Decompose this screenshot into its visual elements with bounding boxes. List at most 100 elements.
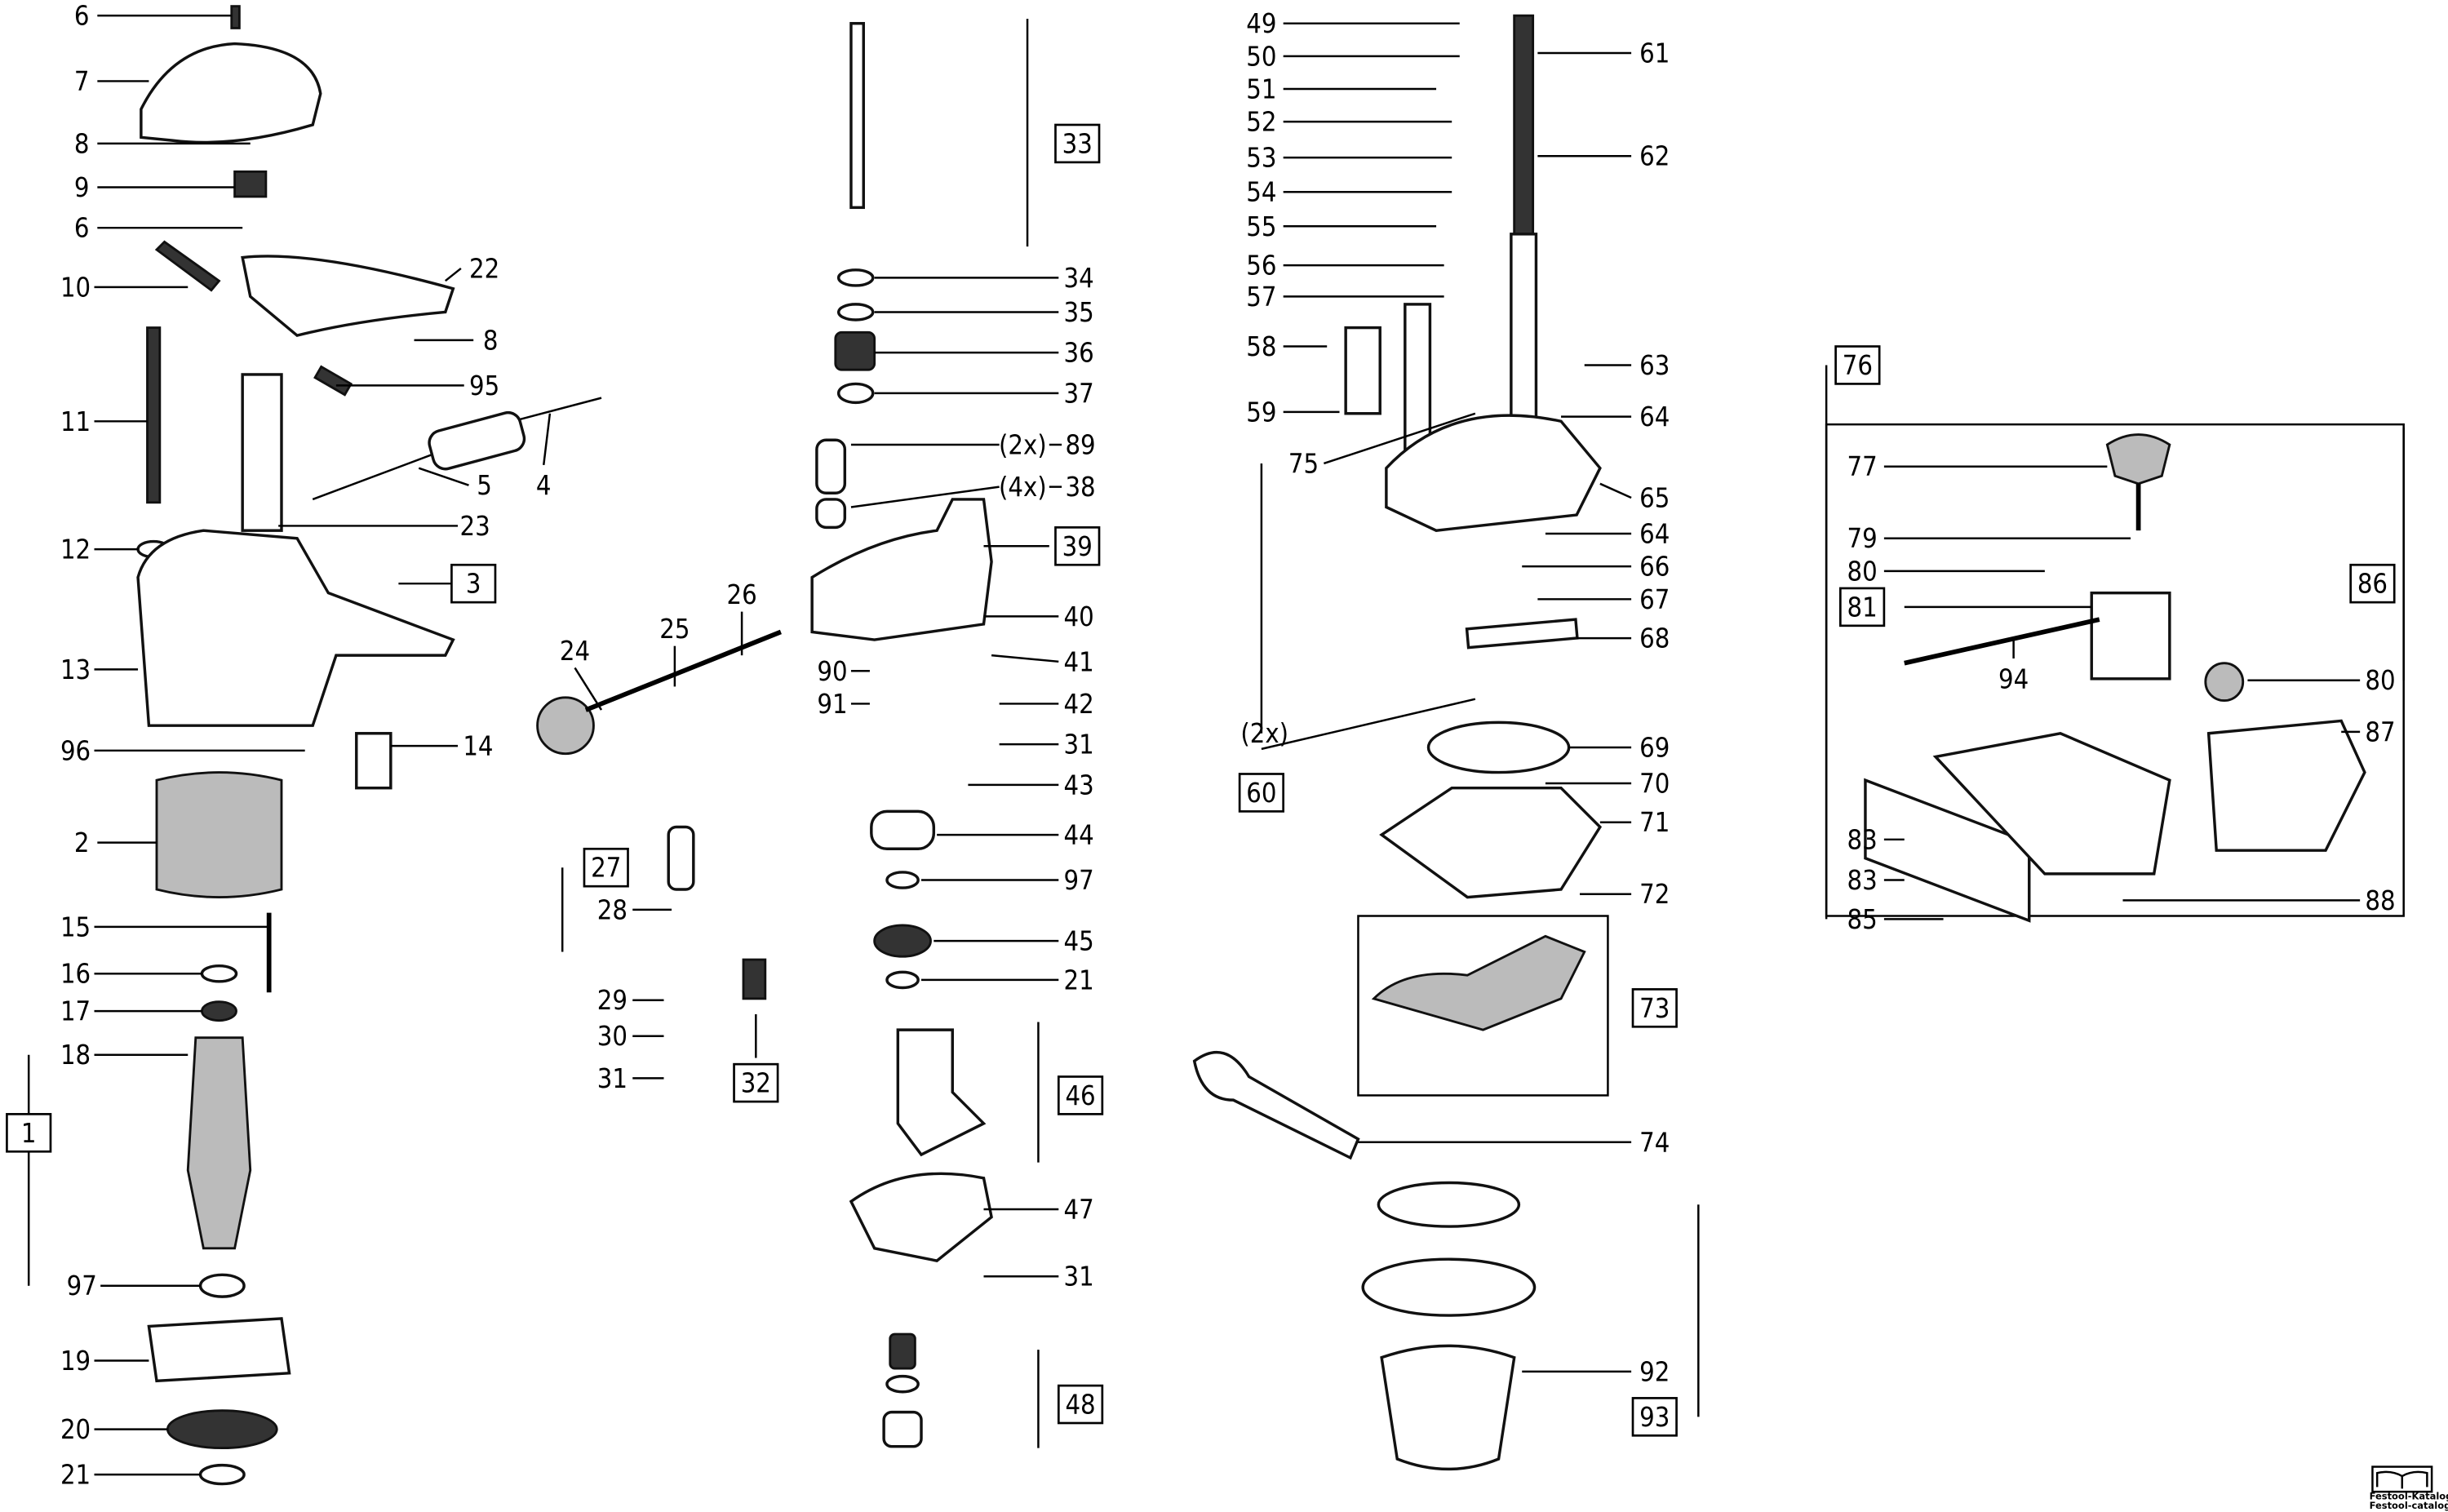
part-number[interactable]: 90	[817, 656, 847, 687]
part-number[interactable]: 43	[1064, 769, 1094, 800]
part-number[interactable]: 89	[1065, 429, 1095, 460]
part-number[interactable]: 59	[1246, 397, 1276, 428]
part-number[interactable]: 35	[1064, 297, 1094, 328]
part-number[interactable]: 83	[1847, 824, 1878, 855]
part-number[interactable]: 64	[1639, 518, 1670, 549]
assembly-number[interactable]: 73	[1639, 993, 1670, 1024]
assembly-number[interactable]: 86	[2357, 569, 2388, 600]
part-number[interactable]: 58	[1246, 331, 1276, 362]
part-number[interactable]: 15	[60, 911, 91, 942]
part-number[interactable]: 54	[1246, 177, 1276, 208]
part-number[interactable]: 70	[1639, 768, 1670, 799]
part-number[interactable]: 4	[536, 470, 552, 501]
part-number[interactable]: 80	[2365, 665, 2395, 696]
part-number[interactable]: 50	[1246, 41, 1276, 72]
part-number[interactable]: 65	[1639, 482, 1670, 513]
part-number[interactable]: 97	[1064, 865, 1094, 896]
part-number[interactable]: 6	[74, 1, 90, 32]
part-number[interactable]: 8	[74, 128, 90, 159]
part-number[interactable]: 5	[477, 470, 492, 501]
assembly-number[interactable]: 1	[21, 1118, 37, 1149]
part-number[interactable]: 38	[1065, 472, 1095, 503]
part-number[interactable]: 42	[1064, 689, 1094, 720]
part-number[interactable]: 47	[1064, 1194, 1094, 1225]
part-number[interactable]: 24	[560, 636, 590, 667]
part-number[interactable]: 88	[2365, 885, 2395, 916]
part-number[interactable]: 79	[1847, 523, 1878, 554]
part-number[interactable]: 28	[597, 894, 628, 925]
assembly-number[interactable]: 27	[591, 853, 621, 884]
part-number[interactable]: 9	[74, 172, 90, 203]
part-number[interactable]: 96	[60, 735, 91, 766]
part-number[interactable]: 51	[1246, 73, 1276, 104]
part-number[interactable]: 87	[2365, 716, 2395, 747]
part-number[interactable]: 62	[1639, 141, 1670, 172]
part-number[interactable]: 67	[1639, 584, 1670, 615]
part-number[interactable]: 12	[60, 534, 91, 565]
part-number[interactable]: 66	[1639, 552, 1670, 583]
part-number[interactable]: 21	[1064, 964, 1094, 995]
part-number[interactable]: 77	[1847, 451, 1878, 482]
part-number[interactable]: 97	[67, 1270, 97, 1301]
assembly-number[interactable]: 76	[1843, 350, 1873, 381]
part-number[interactable]: 71	[1639, 807, 1670, 838]
assembly-number[interactable]: 46	[1065, 1080, 1095, 1111]
part-number[interactable]: 64	[1639, 401, 1670, 432]
part-number[interactable]: 80	[1847, 556, 1878, 587]
part-number[interactable]: 10	[60, 272, 91, 303]
assembly-number[interactable]: 81	[1847, 592, 1878, 623]
part-number[interactable]: 37	[1064, 378, 1094, 409]
part-number[interactable]: (2x)	[999, 429, 1047, 460]
part-number[interactable]: 31	[597, 1063, 628, 1094]
part-number[interactable]: 83	[1847, 865, 1878, 896]
assembly-number[interactable]: 39	[1062, 531, 1093, 562]
part-number[interactable]: 94	[1998, 663, 2029, 694]
part-number[interactable]: 8	[483, 325, 499, 356]
part-number[interactable]: 17	[60, 996, 91, 1027]
assembly-number[interactable]: 32	[741, 1068, 771, 1099]
assembly-number[interactable]: 48	[1065, 1390, 1095, 1421]
part-number[interactable]: 56	[1246, 251, 1276, 282]
part-number[interactable]: 18	[60, 1040, 91, 1071]
part-number[interactable]: 41	[1064, 646, 1094, 677]
part-number[interactable]: 40	[1064, 601, 1094, 632]
part-number[interactable]: 49	[1246, 8, 1276, 39]
part-number[interactable]: 63	[1639, 350, 1670, 381]
part-number[interactable]: 69	[1639, 732, 1670, 763]
part-number[interactable]: 91	[817, 689, 847, 720]
part-number[interactable]: 29	[597, 985, 628, 1016]
part-number[interactable]: 26	[727, 579, 757, 610]
part-number[interactable]: 6	[74, 213, 90, 244]
part-number[interactable]: 31	[1064, 729, 1094, 760]
part-number[interactable]: 7	[74, 66, 90, 97]
part-number[interactable]: 52	[1246, 107, 1276, 138]
assembly-number[interactable]: 60	[1246, 778, 1276, 809]
part-number[interactable]: 13	[60, 654, 91, 685]
part-number[interactable]: 36	[1064, 338, 1094, 369]
part-number[interactable]: 45	[1064, 926, 1094, 957]
assembly-number[interactable]: 93	[1639, 1402, 1670, 1433]
part-number[interactable]: 72	[1639, 879, 1670, 910]
part-number[interactable]: 34	[1064, 263, 1094, 294]
part-number[interactable]: 14	[463, 731, 493, 762]
part-number[interactable]: 92	[1639, 1356, 1670, 1387]
part-number[interactable]: 74	[1639, 1127, 1670, 1158]
part-number[interactable]: 44	[1064, 820, 1094, 851]
assembly-number[interactable]: 33	[1062, 128, 1093, 159]
part-number[interactable]: 68	[1639, 623, 1670, 654]
part-number[interactable]: 55	[1246, 211, 1276, 242]
part-number[interactable]: 25	[659, 614, 690, 645]
part-number[interactable]: 30	[597, 1021, 628, 1052]
part-number[interactable]: 21	[60, 1460, 91, 1491]
part-number[interactable]: 19	[60, 1346, 91, 1377]
part-number[interactable]: 61	[1639, 38, 1670, 69]
part-number[interactable]: 23	[460, 511, 490, 542]
part-number[interactable]: 95	[469, 370, 499, 401]
part-number[interactable]: 20	[60, 1414, 91, 1445]
part-number[interactable]: 2	[74, 827, 90, 858]
part-number[interactable]: 16	[60, 959, 91, 990]
assembly-number[interactable]: 3	[466, 569, 481, 600]
part-number[interactable]: 31	[1064, 1261, 1094, 1293]
part-number[interactable]: 22	[469, 253, 499, 284]
part-number[interactable]: 11	[60, 406, 91, 437]
